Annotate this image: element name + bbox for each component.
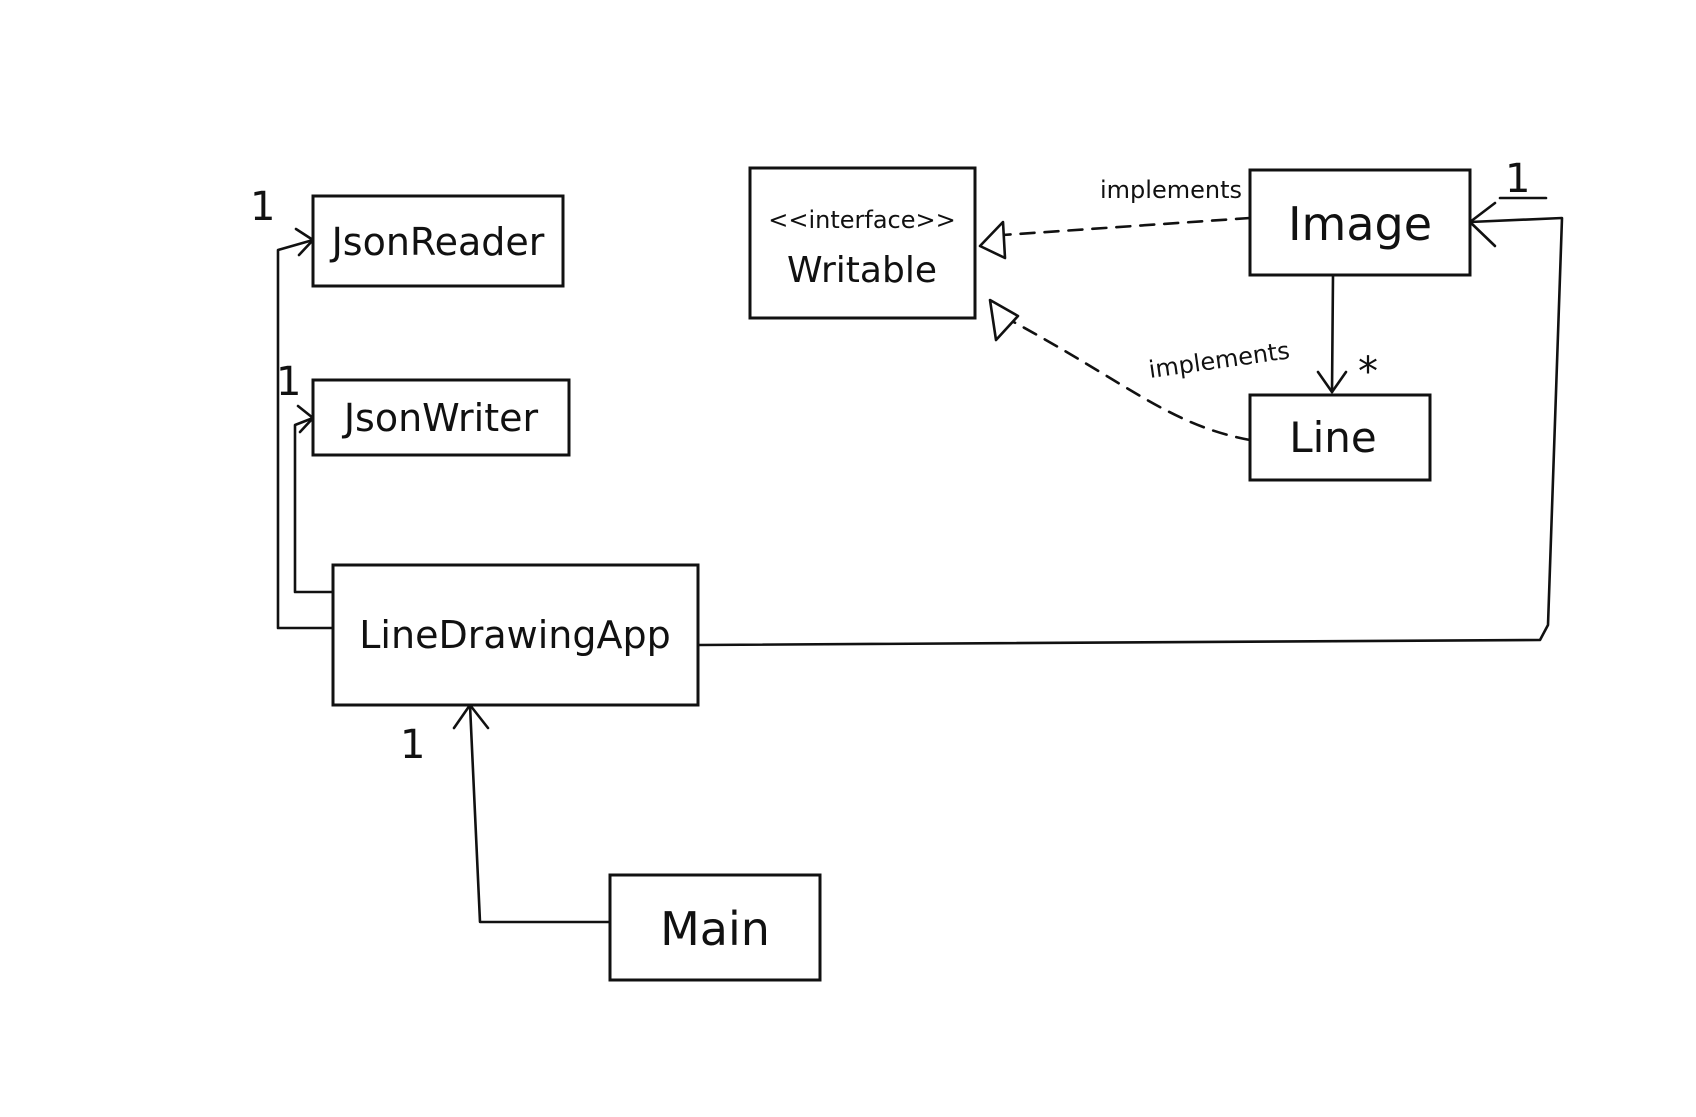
interface-stereotype: <<interface>> (768, 206, 955, 234)
class-line-drawing-app: LineDrawingApp (331, 563, 700, 707)
assoc-app-image-arrowhead (1468, 201, 1497, 248)
label-line-implements: implements (1147, 336, 1291, 383)
mult-line: * (1358, 349, 1378, 395)
class-json-reader-name: JsonReader (330, 220, 545, 264)
assoc-app-json-reader (276, 227, 335, 630)
label-image-implements: implements (1100, 176, 1242, 204)
mult-json-reader: 1 (250, 184, 275, 230)
mult-json-writer: 1 (276, 359, 301, 405)
class-line-name: Line (1289, 413, 1377, 462)
assoc-main-app-arrowhead (452, 703, 490, 730)
class-json-reader: JsonReader (311, 194, 565, 288)
assoc-app-json-writer (293, 404, 335, 594)
class-line: Line (1248, 393, 1432, 482)
class-main-name: Main (660, 902, 770, 956)
interface-writable: <<interface>> Writable (748, 166, 977, 320)
class-image: Image (1248, 168, 1472, 277)
class-json-writer-name: JsonWriter (342, 396, 539, 440)
realization-line-writable-triangle (988, 298, 1020, 342)
assoc-image-line (1316, 273, 1348, 394)
realization-line-writable (988, 298, 1252, 442)
interface-writable-name: Writable (787, 250, 937, 291)
realization-image-writable (978, 216, 1252, 260)
class-json-writer: JsonWriter (311, 378, 571, 457)
mult-image: 1 (1505, 156, 1530, 202)
assoc-image-line-arrowhead (1316, 370, 1348, 394)
class-main: Main (608, 873, 822, 982)
realization-image-writable-triangle (978, 220, 1007, 260)
assoc-main-app (452, 703, 612, 924)
class-image-name: Image (1288, 197, 1432, 251)
assoc-app-json-reader-arrowhead (294, 227, 315, 257)
class-line-drawing-app-name: LineDrawingApp (359, 613, 670, 657)
mult-line-drawing-app: 1 (400, 722, 425, 768)
assoc-app-json-writer-arrowhead (296, 404, 315, 434)
assoc-app-image (696, 201, 1564, 647)
